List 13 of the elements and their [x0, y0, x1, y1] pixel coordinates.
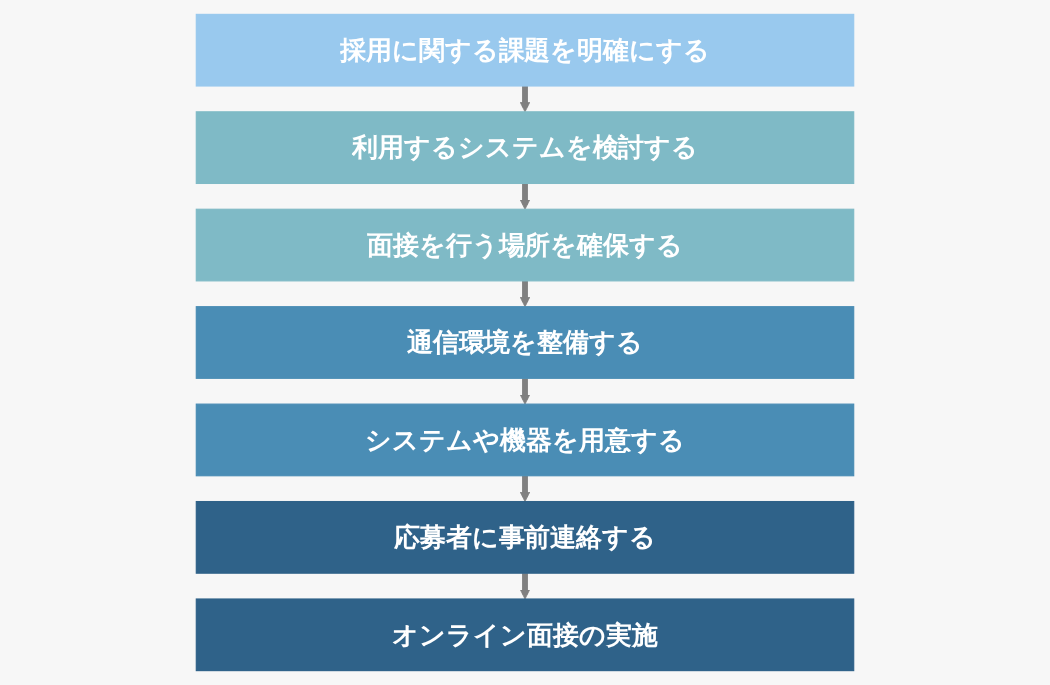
arrow — [519, 182, 531, 210]
node-box: オンライン面接の実施 — [195, 598, 855, 672]
node-box: 採用に関する課題を明確にする — [195, 13, 855, 87]
node-box: 応募者に事前連絡する — [195, 501, 855, 574]
arrow — [519, 474, 531, 503]
node-box: 通信環境を整備する — [195, 306, 855, 379]
arrow — [519, 572, 531, 600]
node-box: 面接を行う場所を確保する — [195, 208, 855, 282]
node-box: システムや機器を用意する — [195, 403, 855, 477]
node-box: 利用するシステムを検討する — [195, 111, 855, 184]
arrow — [519, 280, 531, 308]
arrow — [519, 85, 531, 113]
arrow — [519, 377, 531, 405]
